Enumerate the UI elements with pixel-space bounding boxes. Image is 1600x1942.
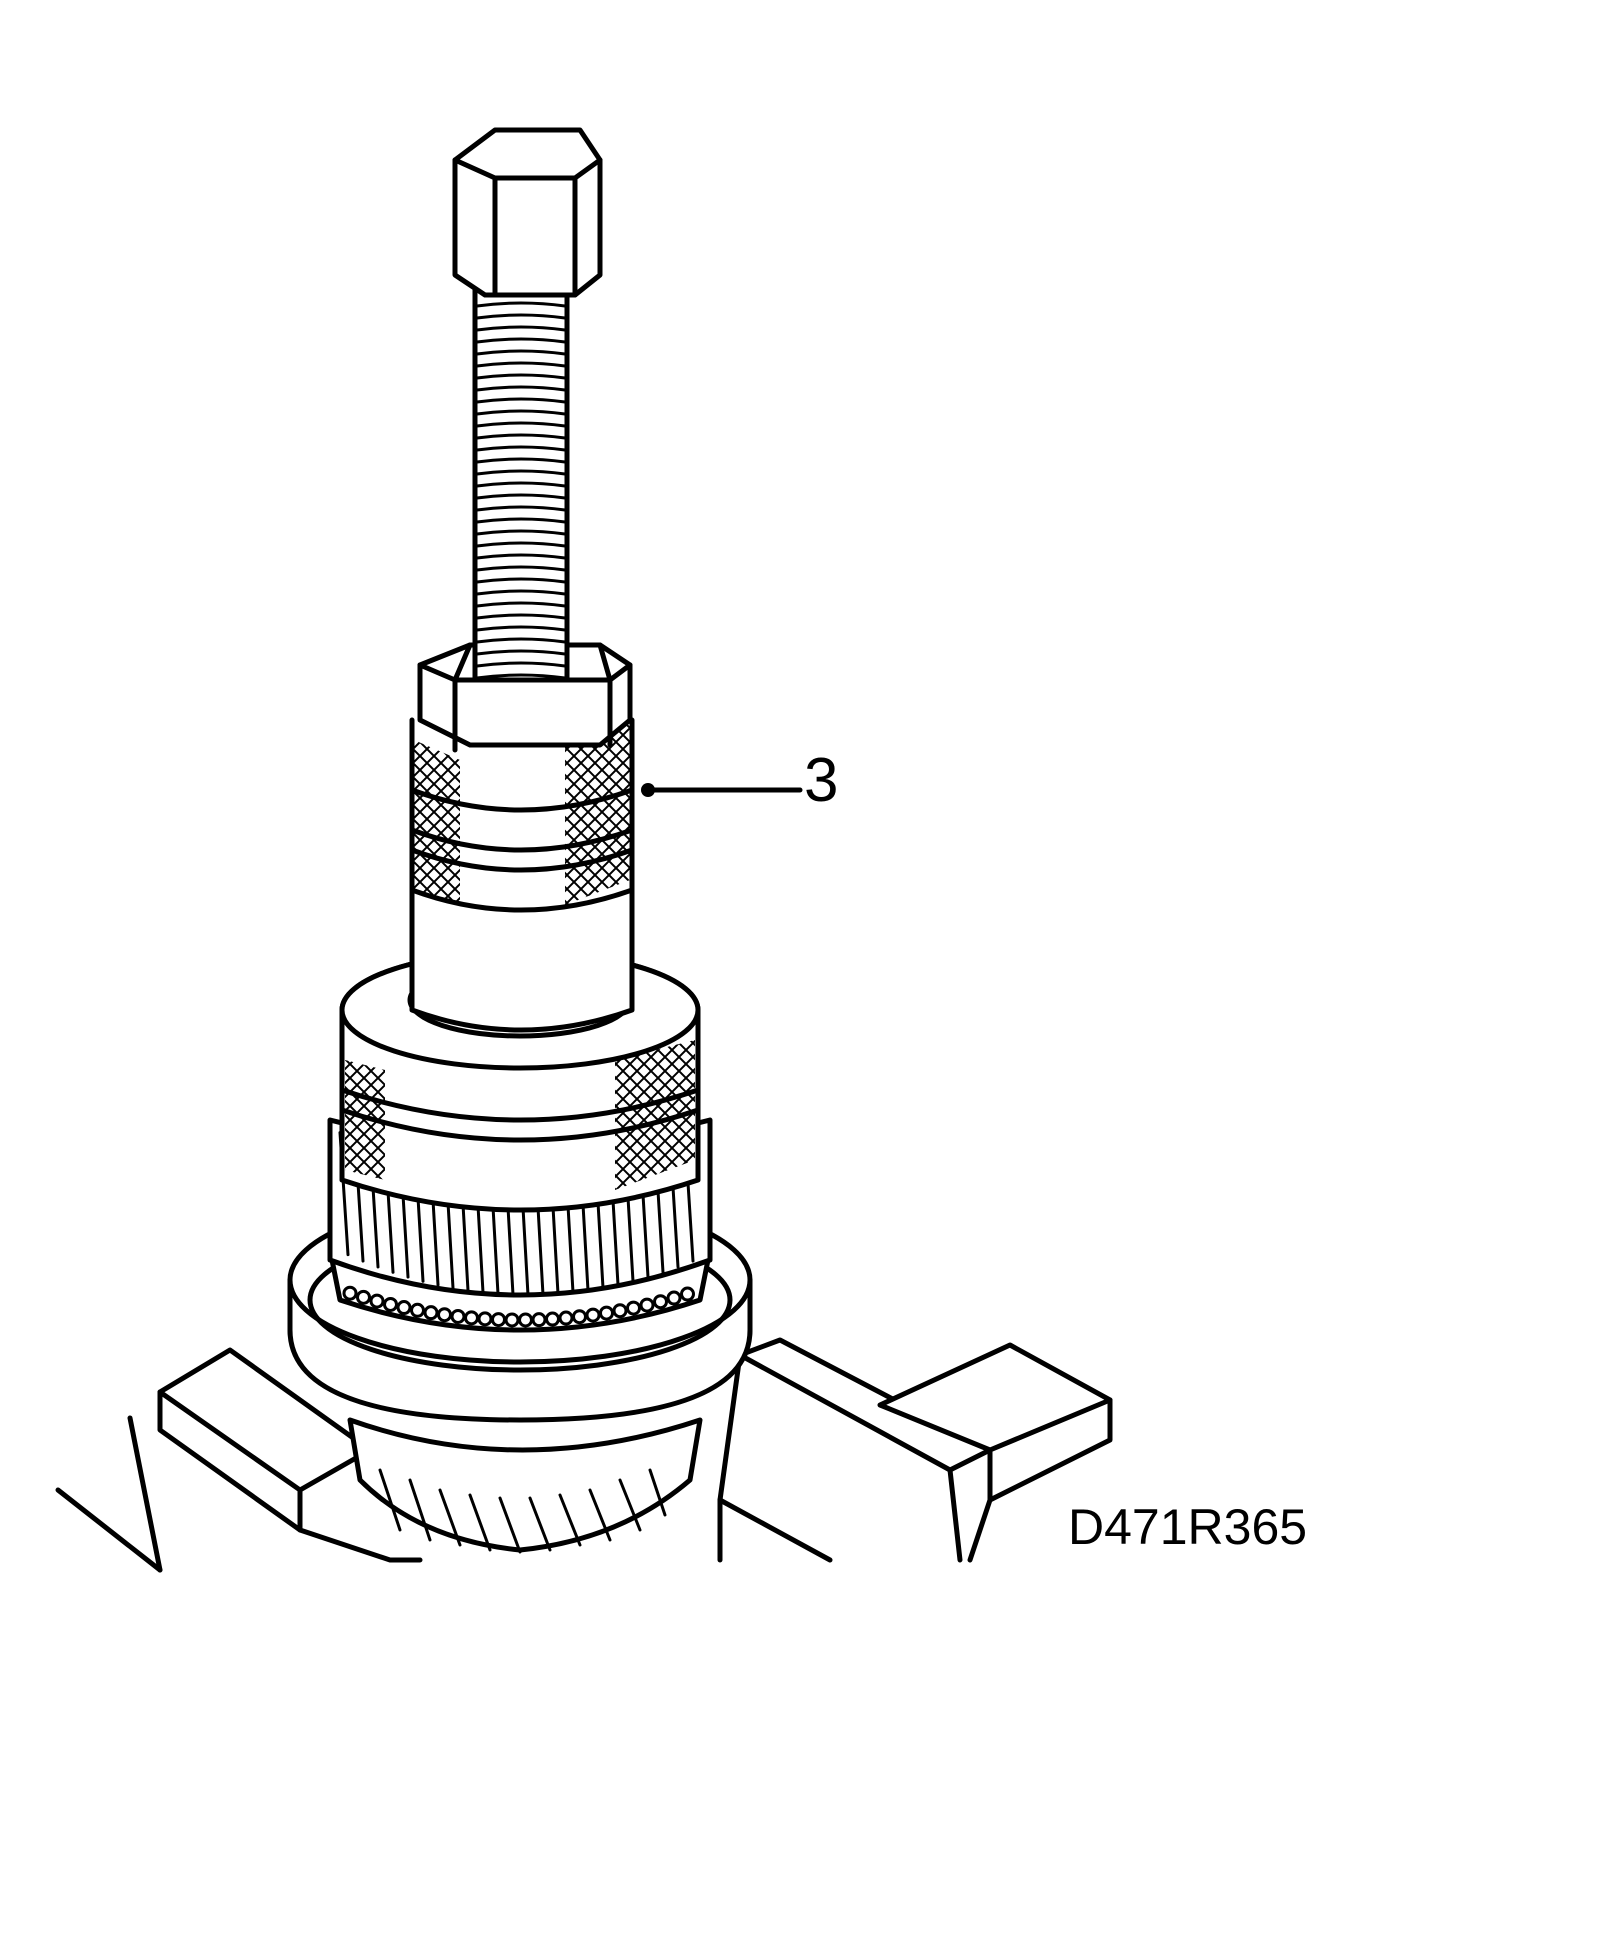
bolt-head — [452, 127, 603, 298]
threaded-spindle — [472, 287, 570, 683]
figure-code-label: D471R365 — [1068, 1499, 1308, 1555]
lower-gear — [347, 1417, 703, 1554]
callout-leader — [641, 783, 803, 797]
upper-sleeve — [409, 717, 635, 1033]
callout-number-label: 3 — [804, 746, 839, 815]
vise-jaws — [55, 1337, 1113, 1573]
